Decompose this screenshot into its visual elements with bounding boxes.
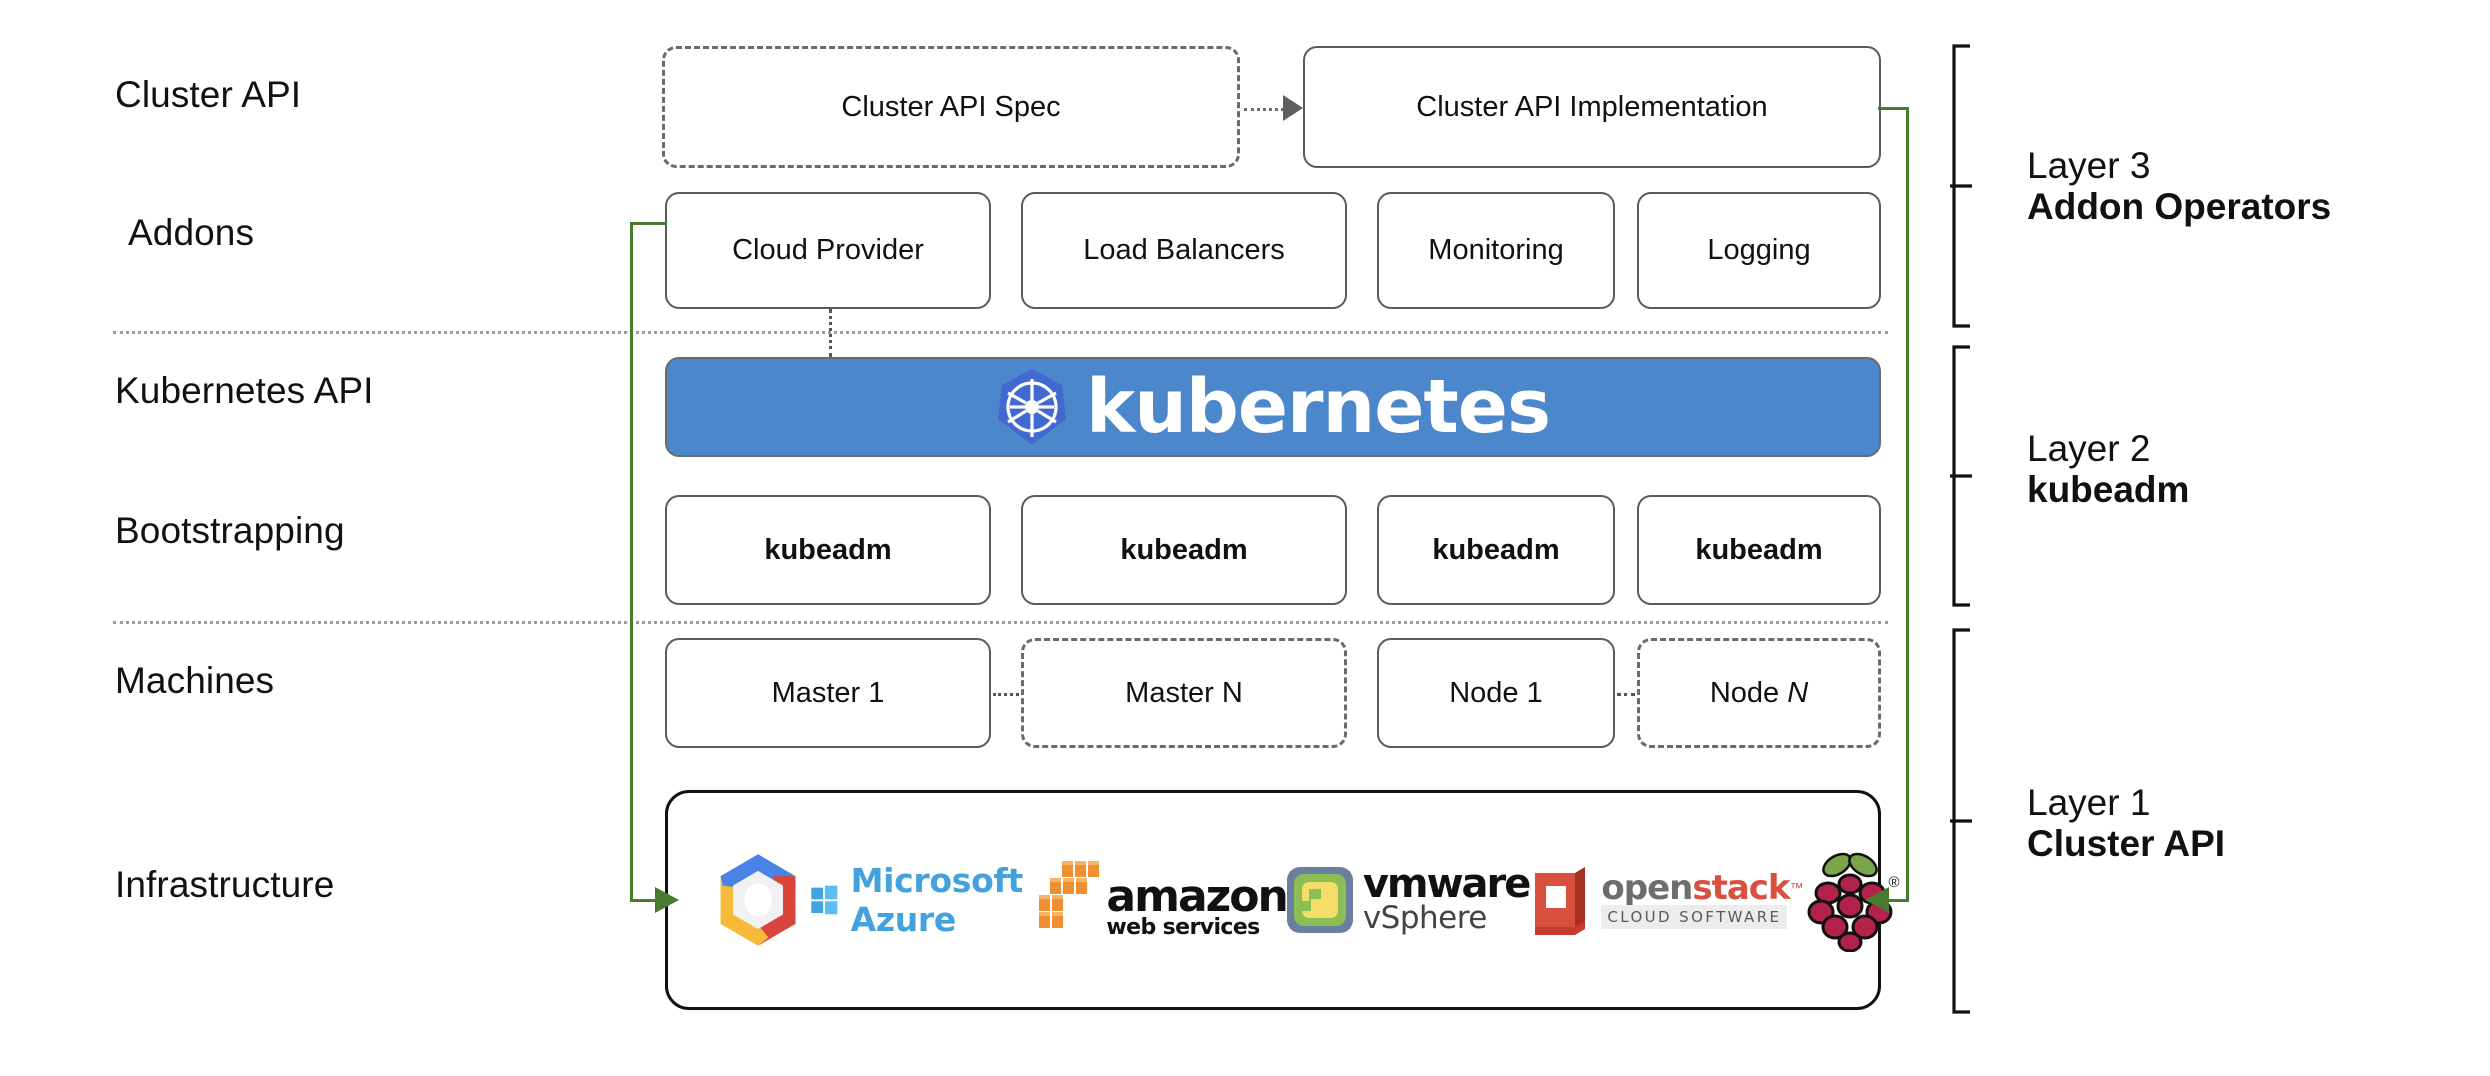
layer-1-line-1: Layer 1 [2027, 782, 2151, 823]
amazon-web-services-logo: amazon web services [1038, 861, 1289, 940]
green-path-left-top-stub [630, 222, 667, 225]
box-label: Cloud Provider [732, 234, 924, 266]
box-kubeadm-2[interactable]: kubeadm [1021, 495, 1347, 605]
box-label: Load Balancers [1083, 234, 1285, 266]
bracket-layer-2 [1948, 345, 1996, 612]
kubernetes-wordmark: kubernetes [1085, 364, 1551, 450]
box-label-node-n: Node N [1710, 677, 1808, 710]
raspberry-pi-registered-mark: ® [1888, 874, 1900, 891]
row-label-cluster-api: Cluster API [115, 74, 302, 115]
box-label: kubeadm [1695, 533, 1823, 566]
layer-3-line-2: Addon Operators [2027, 186, 2332, 228]
green-arrowhead-into-infrastructure [655, 887, 679, 913]
green-path-right-vertical [1906, 107, 1909, 901]
connector-spec-to-impl-line [1244, 108, 1296, 111]
layer-2-line-1: Layer 2 [2027, 428, 2151, 469]
green-arrowhead-into-infrastructure-right [1865, 887, 1889, 913]
vsphere-sublabel: vSphere [1362, 899, 1488, 936]
box-master-n[interactable]: Master N [1021, 638, 1347, 748]
layer-2-label: Layer 2 kubeadm [2027, 428, 2189, 511]
openstack-logo: openstack™ CLOUD SOFTWARE [1529, 865, 1804, 935]
openstack-wordmark-stack: stack [1692, 868, 1790, 908]
vmware-wordmark: vmware [1362, 861, 1532, 908]
row-label-bootstrapping: Bootstrapping [115, 510, 345, 551]
box-monitoring[interactable]: Monitoring [1377, 192, 1615, 309]
box-label: Master 1 [771, 676, 885, 709]
layer-3-line-1: Layer 3 [2027, 145, 2151, 186]
row-label-machines: Machines [115, 660, 275, 701]
box-label: kubeadm [1432, 533, 1560, 566]
box-master-1[interactable]: Master 1 [665, 638, 991, 748]
box-label: Master N [1125, 676, 1243, 709]
layer-separator-top [113, 331, 1888, 334]
green-path-right-bottom-stub [1889, 899, 1909, 902]
box-node-1[interactable]: Node 1 [1377, 638, 1615, 748]
box-label: kubeadm [764, 533, 892, 566]
box-cluster-api-implementation[interactable]: Cluster API Implementation [1303, 46, 1881, 168]
box-kubeadm-3[interactable]: kubeadm [1377, 495, 1615, 605]
azure-wordmark: Microsoft Azure [850, 861, 1024, 939]
green-path-right-top-stub [1878, 107, 1909, 110]
green-path-left-vertical [630, 222, 633, 901]
box-node-n[interactable]: Node N [1637, 638, 1881, 748]
box-infrastructure[interactable]: Microsoft Azure amazon [665, 790, 1900, 1010]
row-label-addons: Addons [128, 212, 255, 253]
box-cloud-provider[interactable]: Cloud Provider [665, 192, 991, 309]
aws-sublabel: web services [1106, 915, 1260, 940]
layer-1-label: Layer 1 Cluster API [2027, 782, 2225, 865]
connector-master1-to-mastern [993, 693, 1019, 696]
box-kubeadm-4[interactable]: kubeadm [1637, 495, 1881, 605]
box-label: Node 1 [1449, 676, 1543, 709]
box-kubeadm-1[interactable]: kubeadm [665, 495, 991, 605]
kubernetes-helm-wheel-icon [996, 367, 1068, 447]
bracket-layer-1 [1948, 628, 1996, 1019]
layer-3-label: Layer 3 Addon Operators [2027, 145, 2331, 228]
banner-kubernetes[interactable]: kubernetes [665, 357, 1881, 457]
box-logging[interactable]: Logging [1637, 192, 1881, 309]
connector-cloudprovider-to-kubernetes [829, 309, 832, 357]
layer-1-line-2: Cluster API [2027, 823, 2226, 865]
microsoft-azure-logo: Microsoft Azure [810, 861, 1038, 939]
box-cluster-api-spec[interactable]: Cluster API Spec [662, 46, 1240, 168]
box-label: Monitoring [1428, 234, 1564, 266]
amazon-wordmark: amazon [1106, 871, 1288, 923]
connector-node1-to-noden [1617, 693, 1635, 696]
box-label: Node [1709, 676, 1788, 709]
openstack-sublabel: CLOUD SOFTWARE [1601, 905, 1788, 929]
box-label: Cluster API Spec [841, 90, 1061, 123]
openstack-wordmark-open: open [1601, 868, 1693, 908]
row-label-kubernetes-api: Kubernetes API [115, 370, 374, 411]
box-label: Cluster API Implementation [1416, 90, 1768, 123]
layer-separator-bottom [113, 621, 1888, 624]
box-label: Logging [1707, 234, 1811, 266]
connector-spec-to-impl-arrowhead [1283, 95, 1303, 121]
bracket-layer-3 [1948, 44, 1996, 333]
layer-2-line-2: kubeadm [2027, 469, 2190, 511]
green-path-left-bottom-stub [630, 899, 660, 902]
row-label-infrastructure: Infrastructure [115, 864, 335, 905]
box-label-italic: N [1787, 676, 1809, 709]
openstack-trademark: ™ [1789, 879, 1804, 896]
google-cloud-platform-logo [706, 848, 810, 952]
box-label: kubeadm [1120, 533, 1248, 566]
vmware-vsphere-logo: vmware vSphere [1286, 861, 1532, 936]
box-load-balancers[interactable]: Load Balancers [1021, 192, 1347, 309]
